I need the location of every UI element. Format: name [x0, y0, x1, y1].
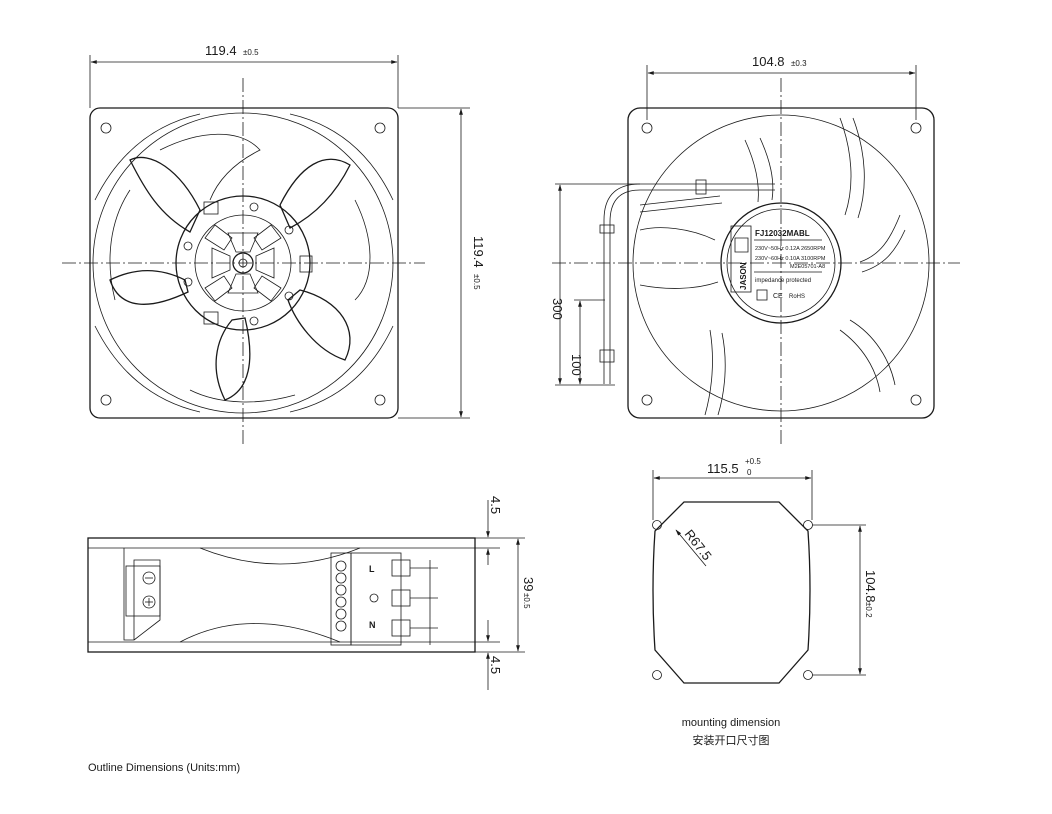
footer-title: Outline Dimensions (Units:mm): [88, 762, 240, 774]
back-view: JASON FJ12032MABL 230V~50Hz 0.12A 2650RP…: [550, 54, 960, 446]
mounting-caption-en: mounting dimension: [682, 717, 780, 729]
mount-width-tol-lower: 0: [747, 468, 752, 477]
label-ce: CE: [773, 293, 783, 300]
front-height-tolerance: ±0.5: [472, 274, 481, 290]
mount-radius: R67.5: [682, 527, 715, 564]
depth-tolerance: ±0.5: [522, 593, 531, 609]
bottom-offset: 4.5: [488, 656, 503, 674]
mount-width-tol-upper: +0.5: [745, 457, 761, 466]
back-width-tolerance: ±0.3: [791, 59, 807, 68]
hole-icon: [803, 670, 813, 680]
brand-logo-icon: [734, 237, 749, 253]
hole-icon: [641, 122, 653, 134]
mounting-view: 115.5 +0.5 0 R67.5 104.8 ±0.2 mounting d…: [652, 457, 878, 747]
depth-value: 39: [521, 577, 536, 591]
label-protection: impedance protected: [755, 278, 811, 284]
hole-icon: [803, 520, 813, 530]
mount-height-value: 104.8: [863, 570, 878, 603]
strip-length: 100: [569, 354, 584, 376]
hole-icon: [652, 670, 662, 680]
front-height-value: 119.4: [471, 236, 486, 268]
back-struts: [639, 117, 906, 416]
mounting-bracket: [125, 565, 161, 617]
label-line2: 230V~60Hz 0.10A 3100RPM: [755, 256, 826, 262]
front-width-tolerance: ±0.5: [243, 48, 259, 57]
front-impeller-blades: [109, 133, 371, 403]
terminal-l-label: L: [369, 564, 375, 574]
lead-length: 300: [550, 298, 565, 320]
top-offset: 4.5: [488, 496, 503, 514]
back-width-value: 104.8: [752, 54, 785, 69]
hole-icon: [374, 122, 386, 134]
terminal-block: [330, 552, 438, 646]
hole-icon: [641, 394, 653, 406]
hole-icon: [100, 394, 112, 406]
hole-icon: [910, 122, 922, 134]
screw-icon: [142, 595, 156, 609]
front-view: 119.4 ±0.5 119.4 ±0.5: [62, 43, 486, 446]
screw-icon: [142, 571, 156, 585]
qr-code-icon: [756, 289, 768, 301]
ground-icon: [369, 593, 379, 603]
mount-width-value: 115.5: [707, 461, 739, 476]
hole-icon: [100, 122, 112, 134]
hole-icon: [374, 394, 386, 406]
lead-wires: [599, 179, 775, 384]
mount-height-tolerance: ±0.2: [864, 602, 873, 618]
label-line3: M2E05701-A8: [790, 264, 825, 270]
hole-icon: [652, 520, 662, 530]
brand-name: JASON: [739, 262, 748, 290]
mounting-caption-cn: 安装开口尺寸图: [693, 733, 770, 747]
mounting-cutout: [652, 501, 811, 684]
front-width-value: 119.4: [205, 43, 237, 58]
side-body: [87, 537, 476, 653]
label-line1: 230V~50Hz 0.12A 2650RPM: [755, 246, 826, 252]
terminal-n-label: N: [369, 620, 376, 630]
hole-icon: [910, 394, 922, 406]
label-rohs: RoHS: [789, 294, 805, 300]
brand-box: [730, 225, 752, 293]
side-view: L N 4.5 39 ±0.5 4.5: [87, 496, 536, 690]
label-model: FJ12032MABL: [755, 229, 810, 238]
